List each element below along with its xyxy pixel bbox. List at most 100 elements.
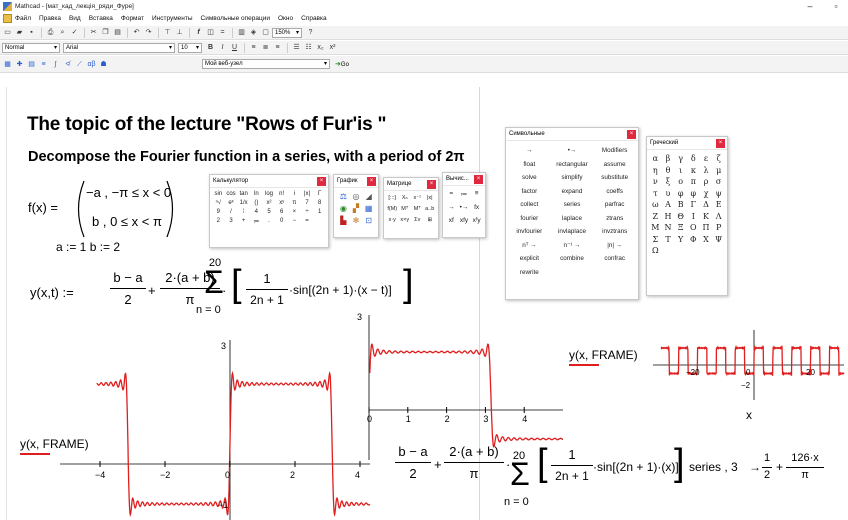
matrix-key[interactable]: x·y [388, 217, 396, 223]
greek-key[interactable]: Ε [715, 200, 722, 209]
calculator-key[interactable]: π [292, 200, 297, 206]
greek-key[interactable]: ο [678, 177, 684, 186]
font-select[interactable]: Arial▾ [63, 42, 175, 53]
greek-key[interactable]: θ [665, 165, 671, 175]
f-definition-label[interactable]: f(x) = [28, 200, 58, 215]
menu-view[interactable]: Вид [68, 15, 81, 22]
matrix-key[interactable]: Mᵀ [413, 206, 421, 212]
print-icon[interactable]: ⎙ [47, 29, 54, 36]
greek-key[interactable]: Κ [703, 211, 709, 221]
minimize-button[interactable]: – [807, 1, 813, 11]
vector-field-icon[interactable]: ▙ [340, 216, 347, 225]
matrix-key[interactable]: ⊞ [427, 217, 433, 223]
contour-plot-icon[interactable]: ◉ [339, 204, 347, 213]
zoom-plot-icon[interactable]: ⊡ [365, 216, 373, 225]
maximize-button[interactable]: ▫ [834, 1, 838, 11]
symbolic-key[interactable]: nᵀ → [522, 241, 537, 249]
greek-key[interactable]: ξ [665, 177, 671, 186]
open-file-icon[interactable]: ▰ [16, 29, 23, 36]
menu-format[interactable]: Формат [120, 15, 144, 22]
symbolic-key[interactable]: invfourier [516, 228, 543, 235]
f-case-2[interactable]: b , 0 ≤ x < π [92, 214, 162, 229]
save-icon[interactable]: ▪ [30, 29, 33, 36]
calculate-icon[interactable]: = [220, 29, 225, 36]
go-button[interactable]: ➜Go [335, 60, 349, 68]
greek-key[interactable]: π [690, 177, 696, 186]
symbolic-key[interactable]: explicit [519, 255, 539, 262]
calculator-key[interactable]: n! [279, 191, 285, 197]
calculator-key[interactable]: = [305, 218, 309, 224]
print-preview-icon[interactable]: ⌕ [60, 29, 65, 36]
greek-key[interactable]: Ρ [715, 223, 722, 232]
symbolic-palette-icon[interactable]: ☗ [100, 60, 107, 68]
calculator-key[interactable]: ⁞ [242, 209, 245, 215]
symbolic-key[interactable]: combine [560, 255, 584, 262]
greek-key[interactable]: Ψ [715, 234, 723, 244]
greek-key[interactable]: υ [665, 188, 671, 198]
evaluation-palette-icon[interactable]: ≡ [41, 60, 46, 68]
align-down-icon[interactable]: ⊥ [176, 29, 183, 36]
greek-key[interactable]: α [652, 154, 659, 163]
greek-key[interactable]: Λ [715, 211, 722, 221]
calculator-key[interactable]: x² [266, 200, 272, 206]
menu-edit[interactable]: Правка [38, 15, 61, 22]
calculator-key[interactable]: 0 [279, 218, 284, 224]
matrix-key[interactable]: Mᵀ [401, 206, 409, 212]
greek-key[interactable]: ν [652, 177, 658, 186]
greek-key[interactable]: σ [715, 177, 722, 186]
greek-key[interactable]: δ [690, 154, 696, 163]
calculator-key[interactable]: 3 [229, 218, 233, 224]
greek-key[interactable]: Χ [703, 234, 709, 244]
symbolic-key[interactable]: |n| → [607, 241, 623, 249]
calculator-key[interactable]: . [268, 218, 270, 224]
lecture-title[interactable]: The topic of the lecture "Rows of Fur'is… [27, 114, 387, 135]
calculator-key[interactable]: 4 [254, 209, 258, 215]
greek-key[interactable]: Ω [652, 246, 659, 255]
undo-icon[interactable]: ↶ [133, 29, 140, 36]
calculator-key[interactable]: ln [253, 191, 259, 197]
symbolic-key[interactable]: laplace [562, 214, 582, 222]
calculator-key[interactable]: () [254, 200, 259, 206]
greek-key[interactable]: Υ [678, 234, 684, 244]
help-icon[interactable]: ? [308, 29, 313, 36]
xy-plot-icon[interactable]: ⚖ [339, 192, 347, 201]
calculator-key[interactable]: xʸ [279, 200, 285, 206]
close-icon[interactable]: × [427, 179, 436, 189]
greek-key[interactable]: γ [678, 154, 684, 163]
graph-palette[interactable]: График× ⚖ ◎ ◢ ◉ ▞ ▦ ▙ ✻ ⊡ [333, 174, 379, 238]
symbolic-key[interactable]: → [526, 147, 533, 154]
symbolic-key[interactable]: parfrac [604, 201, 625, 208]
matrix-key[interactable]: f(M) [387, 206, 398, 212]
greek-key[interactable]: Τ [665, 234, 671, 244]
symbolic-key[interactable]: confrac [604, 255, 625, 262]
evaluation-key[interactable]: •→ [459, 204, 469, 211]
symbolic-key[interactable]: rectangular [556, 160, 588, 168]
zoom-select[interactable]: 150%▾ [272, 27, 302, 38]
greek-key[interactable]: Μ [651, 223, 660, 232]
symbolic-key[interactable]: collect [520, 201, 539, 208]
greek-key[interactable]: Ο [690, 223, 697, 232]
calculator-key[interactable]: ⁿ√ [215, 200, 222, 206]
greek-key[interactable]: Σ [652, 234, 659, 244]
bullets-icon[interactable]: ☰ [293, 44, 300, 51]
evaluation-key[interactable]: fx [474, 204, 480, 211]
greek-key[interactable]: ρ [703, 177, 709, 186]
symbolic-key[interactable]: Modifiers [601, 147, 628, 154]
symbolic-key[interactable]: expand [561, 187, 583, 195]
greek-key[interactable]: Π [702, 223, 710, 232]
bold-button[interactable]: B [207, 44, 214, 51]
matrix-key[interactable]: a..b [425, 206, 435, 212]
greek-key[interactable]: ψ [715, 188, 722, 198]
evaluation-key[interactable]: = [449, 190, 454, 197]
spellcheck-icon[interactable]: ✓ [71, 29, 78, 36]
calculator-key[interactable]: Γ [318, 191, 322, 197]
insert-function-icon[interactable]: f [197, 29, 200, 36]
menu-tools[interactable]: Инструменты [151, 15, 193, 22]
greek-key[interactable]: λ [703, 165, 709, 175]
underline-button[interactable]: U [231, 44, 238, 51]
calculator-key[interactable]: 6 [279, 209, 284, 215]
greek-key[interactable]: χ [703, 188, 709, 198]
paste-icon[interactable]: ▤ [114, 29, 121, 36]
